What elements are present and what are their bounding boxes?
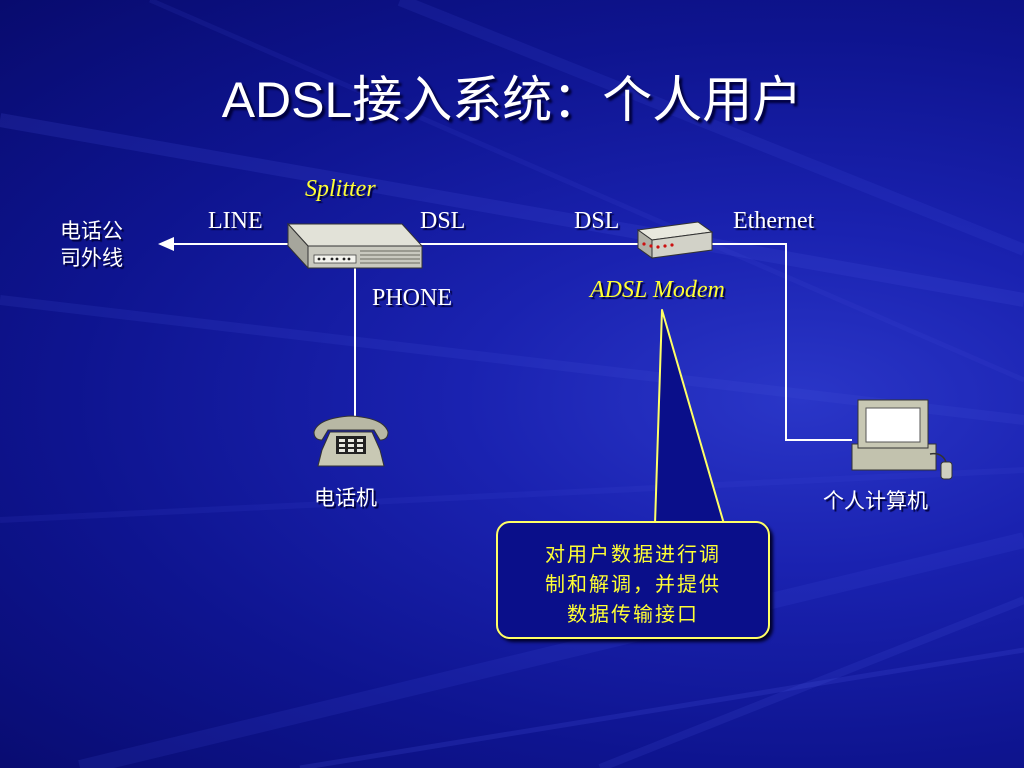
dsl-label-right: DSL (574, 208, 620, 234)
modem-description-callout: 对用户数据进行调 制和解调，并提供 数据传输接口 (496, 521, 770, 639)
pc-label: 个人计算机 (823, 489, 928, 513)
telephone-label: 电话机 (314, 486, 377, 510)
callout-line-3: 数据传输接口 (567, 602, 699, 626)
page-title: ADSL接入系统：个人用户 (221, 72, 803, 128)
callout-line-2: 制和解调，并提供 (545, 572, 721, 596)
splitter-label: Splitter (305, 176, 376, 202)
callout-pointer (654, 309, 725, 525)
callout-line-1: 对用户数据进行调 (545, 542, 721, 566)
computer-icon (851, 399, 953, 480)
dsl-label-left: DSL (420, 208, 466, 234)
modem-icon (636, 221, 714, 259)
ethernet-line (710, 243, 852, 441)
arrow-left-icon (158, 237, 174, 251)
telephone-icon (313, 415, 389, 467)
telecom-line-label-line2: 司外线 (60, 246, 123, 270)
telecom-line-label: 电话公 司外线 (60, 218, 123, 272)
phone-label: PHONE (372, 285, 453, 311)
ethernet-label: Ethernet (733, 208, 815, 234)
telecom-line-label-line1: 电话公 (60, 219, 123, 243)
modem-label: ADSL Modem (590, 277, 725, 303)
line-label: LINE (208, 208, 263, 234)
splitter-icon (286, 222, 424, 270)
